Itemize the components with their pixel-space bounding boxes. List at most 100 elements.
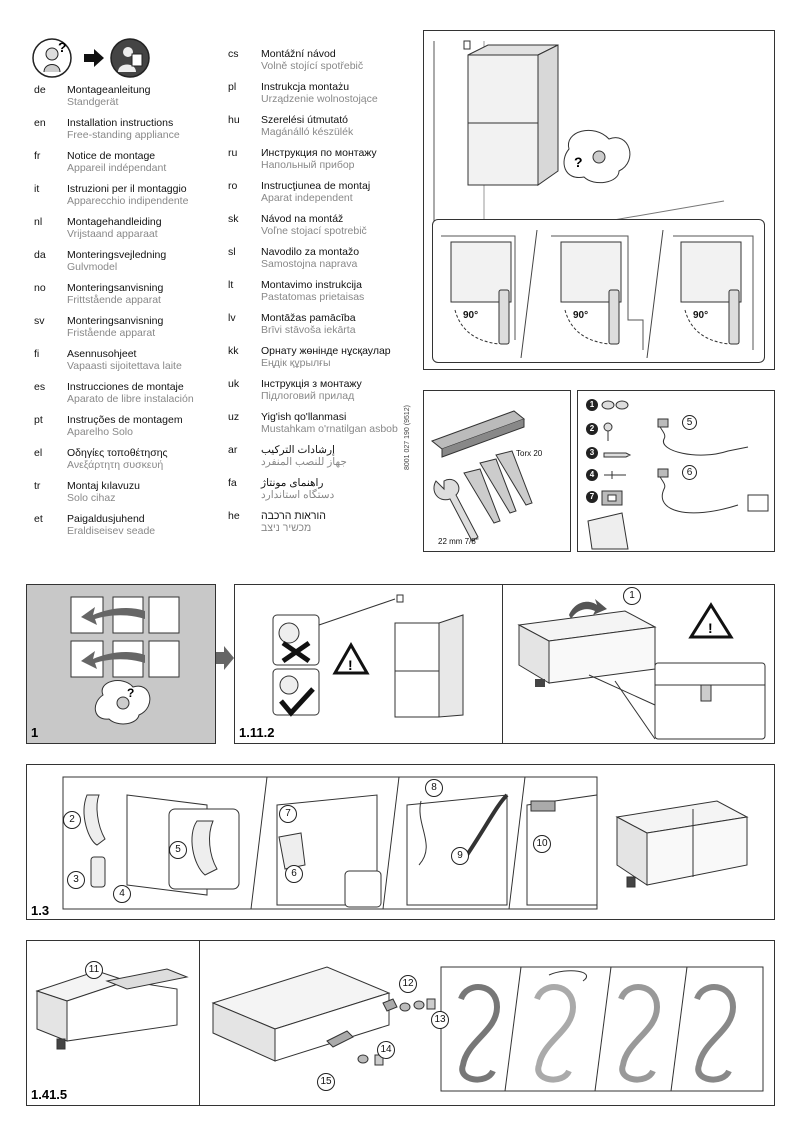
language-subtitle: Fristående apparat xyxy=(67,327,156,339)
callout-13: 13 xyxy=(431,1011,449,1029)
language-title: Montagehandleiding xyxy=(67,216,162,228)
part-number-7: 7 xyxy=(586,491,598,503)
step-label-1-11-2: 1.11.2 xyxy=(239,725,275,740)
language-subtitle: Підлоговий прилад xyxy=(261,390,355,402)
callout-2: 2 xyxy=(63,811,81,829)
language-code: kk xyxy=(228,345,239,357)
callout-9: 9 xyxy=(451,847,469,865)
language-code: tr xyxy=(34,480,41,492)
step-1-3-panel: 2 3 4 5 6 7 8 9 10 1.3 xyxy=(26,764,775,920)
language-code: sv xyxy=(34,315,45,327)
language-code: fi xyxy=(34,348,40,360)
callout-6: 6 xyxy=(285,865,303,883)
language-subtitle: Mustahkam o'rnatilgan asbob xyxy=(261,423,398,435)
language-code: fr xyxy=(34,150,41,162)
language-subtitle: Volně stojící spotřebič xyxy=(261,60,364,72)
language-code: no xyxy=(34,282,46,294)
language-title: Οδηγίες τοποθέτησης xyxy=(67,447,168,459)
language-code: ru xyxy=(228,147,238,159)
step-label-1: 1 xyxy=(31,725,39,740)
parts-illustration xyxy=(587,400,769,550)
language-code: uz xyxy=(228,411,240,423)
part-number-2: 2 xyxy=(586,423,598,435)
language-subtitle: Urządzenie wolnostojące xyxy=(261,93,378,105)
language-title: إرشادات التركيب xyxy=(261,444,335,456)
language-subtitle: Еңдік құрылғы xyxy=(261,357,331,369)
parts-panel: 1 2 3 4 7 5 6 xyxy=(577,390,775,552)
language-code: it xyxy=(34,183,40,195)
callout-12: 12 xyxy=(399,975,417,993)
language-code: pt xyxy=(34,414,43,426)
placement-panel: ? xyxy=(423,30,775,370)
language-code: sl xyxy=(228,246,236,258)
door-reversal-illustration: ? xyxy=(70,596,180,725)
language-title: Instruções de montagem xyxy=(67,414,183,426)
part-number-1: 1 xyxy=(586,399,598,411)
language-subtitle: Aparato de libre instalación xyxy=(67,393,194,405)
language-title: Орнату жөнінде нұсқаулар xyxy=(261,345,391,357)
language-code: pl xyxy=(228,81,237,93)
language-code: uk xyxy=(228,378,240,390)
wrench-size-label: 22 mm 7/8" xyxy=(438,537,479,546)
language-code: sk xyxy=(228,213,239,225)
language-title: Instrucţiunea de montaj xyxy=(261,180,371,192)
language-subtitle: Samostojna naprava xyxy=(261,258,358,270)
language-code: da xyxy=(34,249,46,261)
callout-14: 14 xyxy=(377,1041,395,1059)
language-title: Інструкція з монтажу xyxy=(261,378,362,390)
language-title: Yig'ish qo'llanmasi xyxy=(261,411,347,423)
language-subtitle: Voľne stojací spotrebič xyxy=(261,225,367,237)
door-removal-sequence-illustration xyxy=(62,776,749,910)
language-title: Istruzioni per il montaggio xyxy=(67,183,187,195)
hinge-swing-illustration xyxy=(441,229,754,359)
language-code: ro xyxy=(228,180,238,192)
hinge-clearance-diagram: 90° 90° 90° xyxy=(432,219,765,363)
language-code: es xyxy=(34,381,46,393)
angle-label-1: 90° xyxy=(463,310,479,321)
language-subtitle: Appareil indépendant xyxy=(67,162,167,174)
step-label-1-3: 1.3 xyxy=(31,903,50,918)
language-title: Monteringsanvisning xyxy=(67,315,164,327)
language-title: הוראות הרכבה xyxy=(261,510,326,522)
language-subtitle: מכשיר ניצב xyxy=(261,522,312,534)
language-subtitle: Free-standing appliance xyxy=(67,129,180,141)
angle-label-3: 90° xyxy=(693,310,709,321)
top-panel-removal-illustration: ! xyxy=(517,599,766,740)
language-subtitle: Brīvi stāvoša iekārta xyxy=(261,324,356,336)
callout-11: 11 xyxy=(85,961,103,979)
language-subtitle: Magánálló készülék xyxy=(261,126,354,138)
language-title: Instrucciones de montaje xyxy=(67,381,184,393)
language-subtitle: Solo cihaz xyxy=(67,492,116,504)
step-1-11-2-panel: ! ! 1 1.11.2 xyxy=(234,584,775,744)
language-code: et xyxy=(34,513,43,525)
part-number-4: 4 xyxy=(586,469,598,481)
svg-text:?: ? xyxy=(58,39,67,55)
step-label-1-41-5: 1.41.5 xyxy=(31,1087,68,1102)
language-title: Montaj kılavuzu xyxy=(67,480,140,492)
language-title: Montavimo instrukcija xyxy=(261,279,362,291)
fridge-corner-illustration: ? xyxy=(433,40,725,252)
language-subtitle: Frittstående apparat xyxy=(67,294,161,306)
language-title: Montāžas pamācība xyxy=(261,312,356,324)
document-number: 8001 027 190 (9512) xyxy=(404,405,411,470)
language-subtitle: Pastatomas prietaisas xyxy=(261,291,365,303)
next-arrow-icon xyxy=(216,646,234,670)
language-title: Notice de montage xyxy=(67,150,156,162)
tools-illustration xyxy=(430,410,533,542)
callout-5: 5 xyxy=(169,841,187,859)
part-number-5: 5 xyxy=(682,415,697,430)
svg-text:?: ? xyxy=(574,154,583,170)
language-code: hu xyxy=(228,114,240,126)
language-title: Montageanleitung xyxy=(67,84,151,96)
language-subtitle: دستگاه استاندارد xyxy=(261,489,335,501)
language-subtitle: Gulvmodel xyxy=(67,261,118,273)
language-code: el xyxy=(34,447,43,459)
svg-text:!: ! xyxy=(708,620,713,636)
language-code: en xyxy=(34,117,46,129)
callout-7: 7 xyxy=(279,805,297,823)
callout-8: 8 xyxy=(425,779,443,797)
language-title: Navodilo za montažo xyxy=(261,246,360,258)
angle-label-2: 90° xyxy=(573,310,589,321)
svg-text:?: ? xyxy=(127,686,134,700)
callout-4: 4 xyxy=(113,885,131,903)
